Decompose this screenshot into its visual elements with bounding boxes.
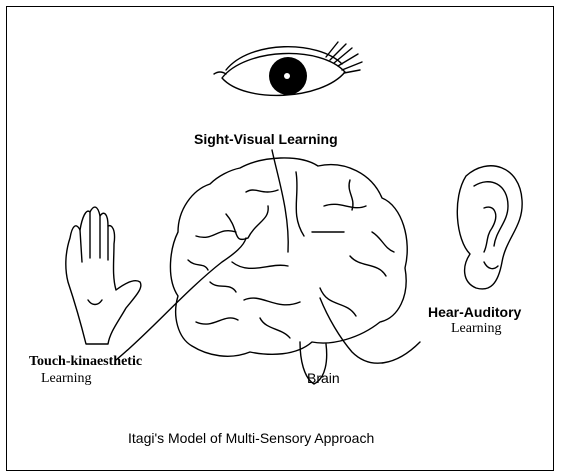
leader-line-sight	[272, 150, 288, 252]
label-hear-learning: Learning	[451, 321, 502, 337]
leader-line-hear	[320, 298, 420, 363]
leader-line-touch	[116, 238, 246, 360]
label-hear-auditory: Hear-Auditory	[428, 304, 521, 320]
label-touch-learning: Learning	[41, 371, 92, 387]
label-sight-visual: Sight-Visual Learning	[194, 131, 338, 147]
hand-icon	[66, 207, 141, 344]
ear-icon	[457, 166, 522, 289]
leader-lines	[116, 150, 420, 363]
figure-caption: Itagi's Model of Multi-Sensory Approach	[128, 430, 374, 446]
brain-drawing	[170, 158, 407, 384]
label-brain: Brain	[307, 370, 340, 386]
label-touch-kinaesthetic: Touch-kinaesthetic	[29, 354, 142, 370]
eye-icon	[214, 42, 362, 95]
